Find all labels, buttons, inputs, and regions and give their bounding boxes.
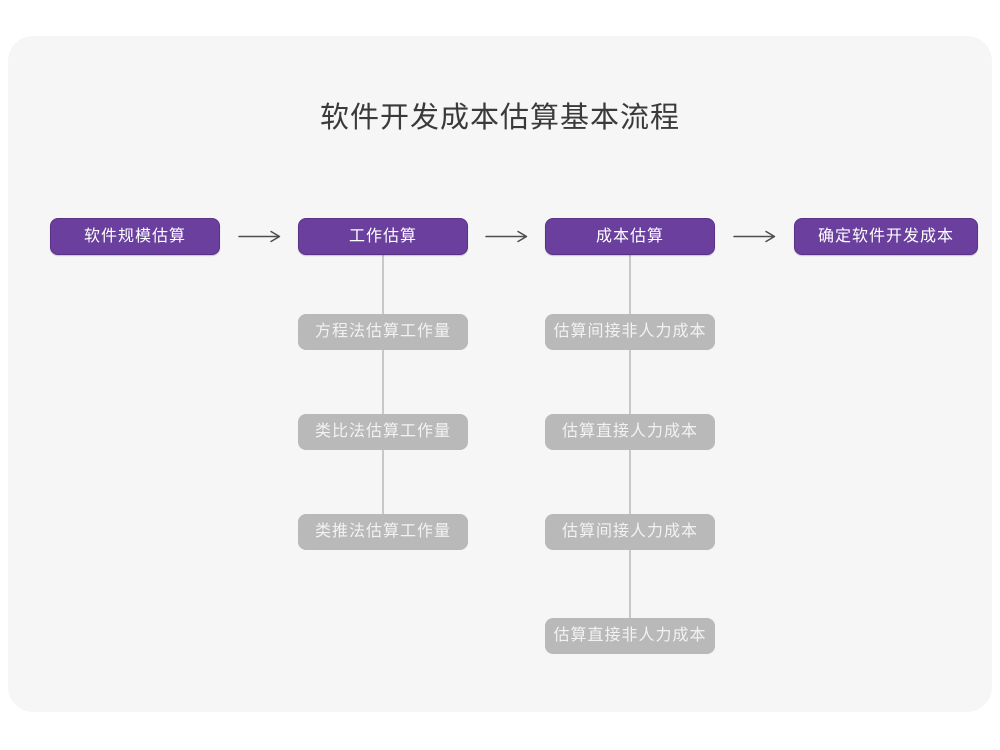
arrow-right-icon — [238, 230, 282, 243]
sub-node-indirect-labor-cost: 估算间接人力成本 — [545, 514, 715, 550]
connector-line-work-column — [382, 255, 384, 532]
diagram-title: 软件开发成本估算基本流程 — [319, 102, 680, 134]
arrow-right-icon — [733, 230, 777, 243]
sub-node-direct-nonlabor-cost: 估算直接非人力成本 — [545, 618, 715, 654]
flow-node-determine-dev-cost: 确定软件开发成本 — [794, 218, 978, 255]
arrow-right-icon — [485, 230, 529, 243]
flow-node-cost-estimation: 成本估算 — [545, 218, 715, 255]
flow-node-software-scale-estimation: 软件规模估算 — [50, 218, 220, 255]
sub-node-indirect-nonlabor-cost: 估算间接非人力成本 — [545, 314, 715, 350]
sub-node-analogy-method: 类比法估算工作量 — [298, 414, 468, 450]
sub-node-extrapolation-method: 类推法估算工作量 — [298, 514, 468, 550]
sub-node-equation-method: 方程法估算工作量 — [298, 314, 468, 350]
sub-node-direct-labor-cost: 估算直接人力成本 — [545, 414, 715, 450]
flow-node-work-estimation: 工作估算 — [298, 218, 468, 255]
diagram-card: 软件开发成本估算基本流程 软件规模估算 工作估算 成本估算 确定软件开发成本 — [8, 36, 992, 712]
